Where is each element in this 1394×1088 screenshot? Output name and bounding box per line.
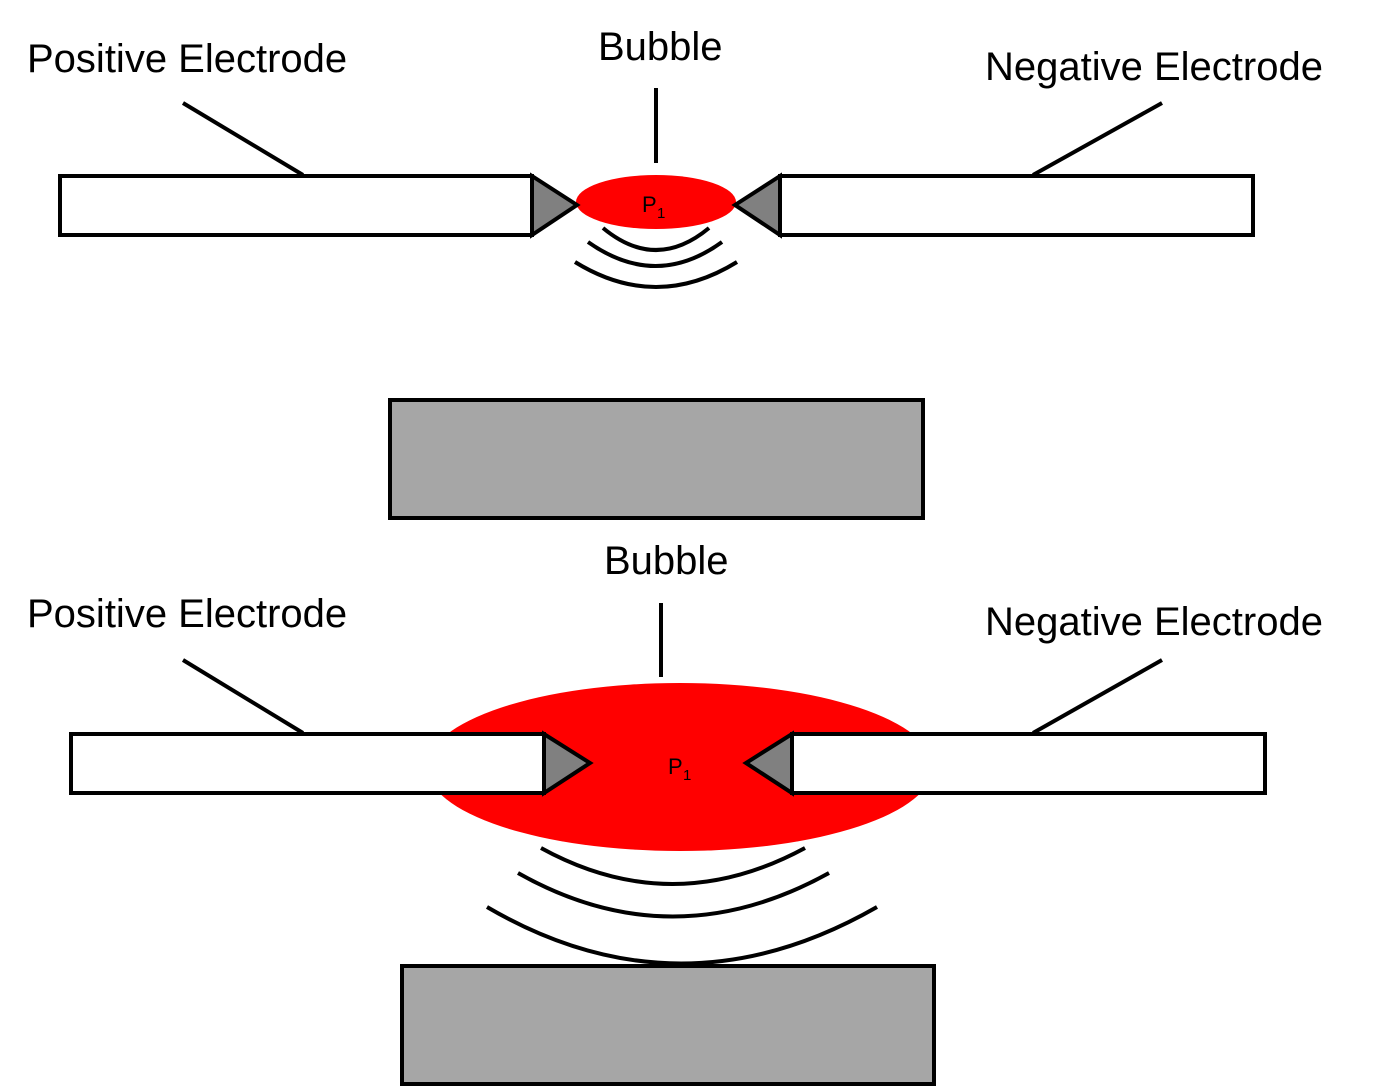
bottom-negative-electrode-tip: [742, 730, 794, 797]
top-pressure-label: P: [642, 192, 657, 217]
bottom-bubble-label: Bubble: [604, 539, 729, 583]
bottom-pressure-wave-2: [517, 871, 830, 919]
top-pressure-wave-2: [586, 240, 724, 268]
top-positive-leader-line: [181, 101, 305, 177]
bottom-pressure-index: 1: [683, 767, 691, 784]
bottom-negative-leader-line: [1032, 658, 1163, 735]
bottom-negative-electrode-label: Negative Electrode: [985, 600, 1323, 644]
bottom-bubble: [427, 683, 933, 851]
top-negative-electrode: [778, 174, 1255, 237]
bottom-positive-electrode-label: Positive Electrode: [27, 592, 347, 636]
bottom-positive-electrode-tip: [542, 730, 594, 797]
top-pressure-index: 1: [657, 205, 665, 222]
bottom-pressure-label: P: [668, 754, 683, 779]
bottom-pressure-wave-1: [540, 846, 806, 886]
top-plate: [388, 398, 925, 520]
top-bubble-label: Bubble: [598, 25, 723, 69]
bottom-pressure-wave-3: [485, 905, 878, 966]
bottom-panel: Bubble Positive Electrode Negative Elect…: [27, 539, 1323, 1086]
top-panel: Positive Electrode Bubble Negative Elect…: [27, 25, 1323, 520]
bottom-positive-leader-line: [181, 658, 305, 735]
top-pressure-wave-3: [573, 260, 739, 289]
bottom-plate: [400, 964, 936, 1086]
top-bubble: [576, 175, 736, 229]
bottom-positive-electrode: [69, 732, 546, 795]
bottom-negative-electrode: [790, 732, 1267, 795]
top-pressure-wave-1: [601, 226, 711, 252]
top-negative-electrode-tip: [731, 172, 782, 239]
top-positive-electrode-tip: [530, 172, 581, 239]
top-positive-electrode: [58, 174, 534, 237]
top-negative-electrode-label: Negative Electrode: [985, 45, 1323, 89]
top-positive-electrode-label: Positive Electrode: [27, 37, 347, 81]
top-negative-leader-line: [1032, 101, 1163, 177]
